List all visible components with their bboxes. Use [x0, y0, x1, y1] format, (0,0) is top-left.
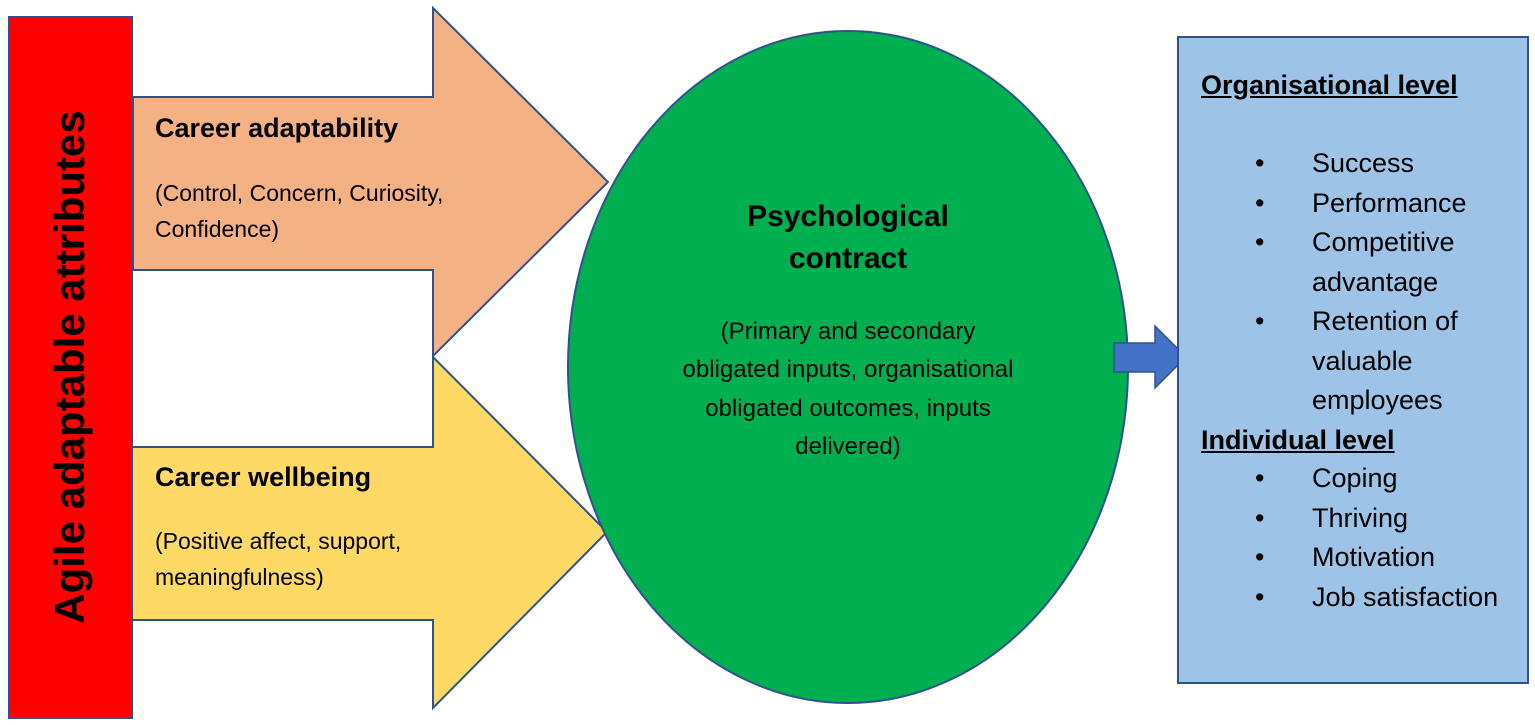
outcome-label: Performance [1312, 187, 1467, 218]
list-item: • Job satisfaction [1255, 578, 1512, 618]
career-wellbeing-arrow [127, 354, 609, 711]
list-item: • Performance [1255, 184, 1512, 224]
bullet-icon: • [1255, 227, 1265, 257]
outcome-label: Job satisfaction [1312, 581, 1499, 612]
outcomes-box [1177, 36, 1529, 684]
outcome-label: Competitive advantage [1312, 227, 1455, 297]
bullet-icon: • [1255, 581, 1265, 612]
outcome-label: Motivation [1312, 542, 1436, 572]
agile-attributes-bar [8, 16, 133, 719]
organisational-outcomes-list: • Success • Performance • Competitive advan… [1255, 144, 1512, 421]
outcome-label: Thriving [1312, 502, 1409, 533]
agile-attributes-label: Agile adaptable attributes [46, 110, 93, 624]
career-adaptability-arrow [132, 5, 610, 359]
list-item: • Thriving [1255, 499, 1512, 539]
list-item: • Motivation [1255, 538, 1512, 578]
list-item: • Retention of valuable employees [1255, 302, 1512, 421]
outcome-label: Coping [1312, 463, 1398, 493]
bullet-icon: • [1255, 187, 1265, 218]
list-item: • Competitive advantage [1255, 223, 1512, 302]
bullet-icon: • [1255, 148, 1265, 178]
bullet-icon: • [1255, 502, 1265, 533]
bullet-icon: • [1255, 463, 1265, 493]
individual-outcomes-list: • Coping • Thriving • Motivation • Job satis… [1255, 459, 1512, 617]
psychological-contract-title: Psychological contract [747, 200, 949, 275]
career-wellbeing-title: Career wellbeing [155, 462, 372, 492]
list-item: • Coping [1255, 459, 1512, 499]
career-wellbeing-detail: (Positive affect, support, meaningfulnes… [155, 528, 402, 590]
organisational-level-heading: Organisational level [1201, 70, 1458, 100]
individual-level-heading: Individual level [1201, 425, 1395, 455]
connector-arrow [1113, 324, 1188, 390]
bullet-icon: • [1255, 306, 1265, 336]
career-adaptability-detail: (Control, Concern, Curiosity, Confidence… [155, 180, 444, 242]
outcome-label: Success [1312, 148, 1415, 178]
list-item: • Success [1255, 144, 1512, 184]
psychological-contract-detail: (Primary and secondary obligated inputs,… [682, 318, 1014, 461]
career-adaptability-title: Career adaptability [155, 113, 399, 143]
outcome-label: Retention of valuable employees [1312, 306, 1458, 415]
bullet-icon: • [1255, 542, 1265, 572]
